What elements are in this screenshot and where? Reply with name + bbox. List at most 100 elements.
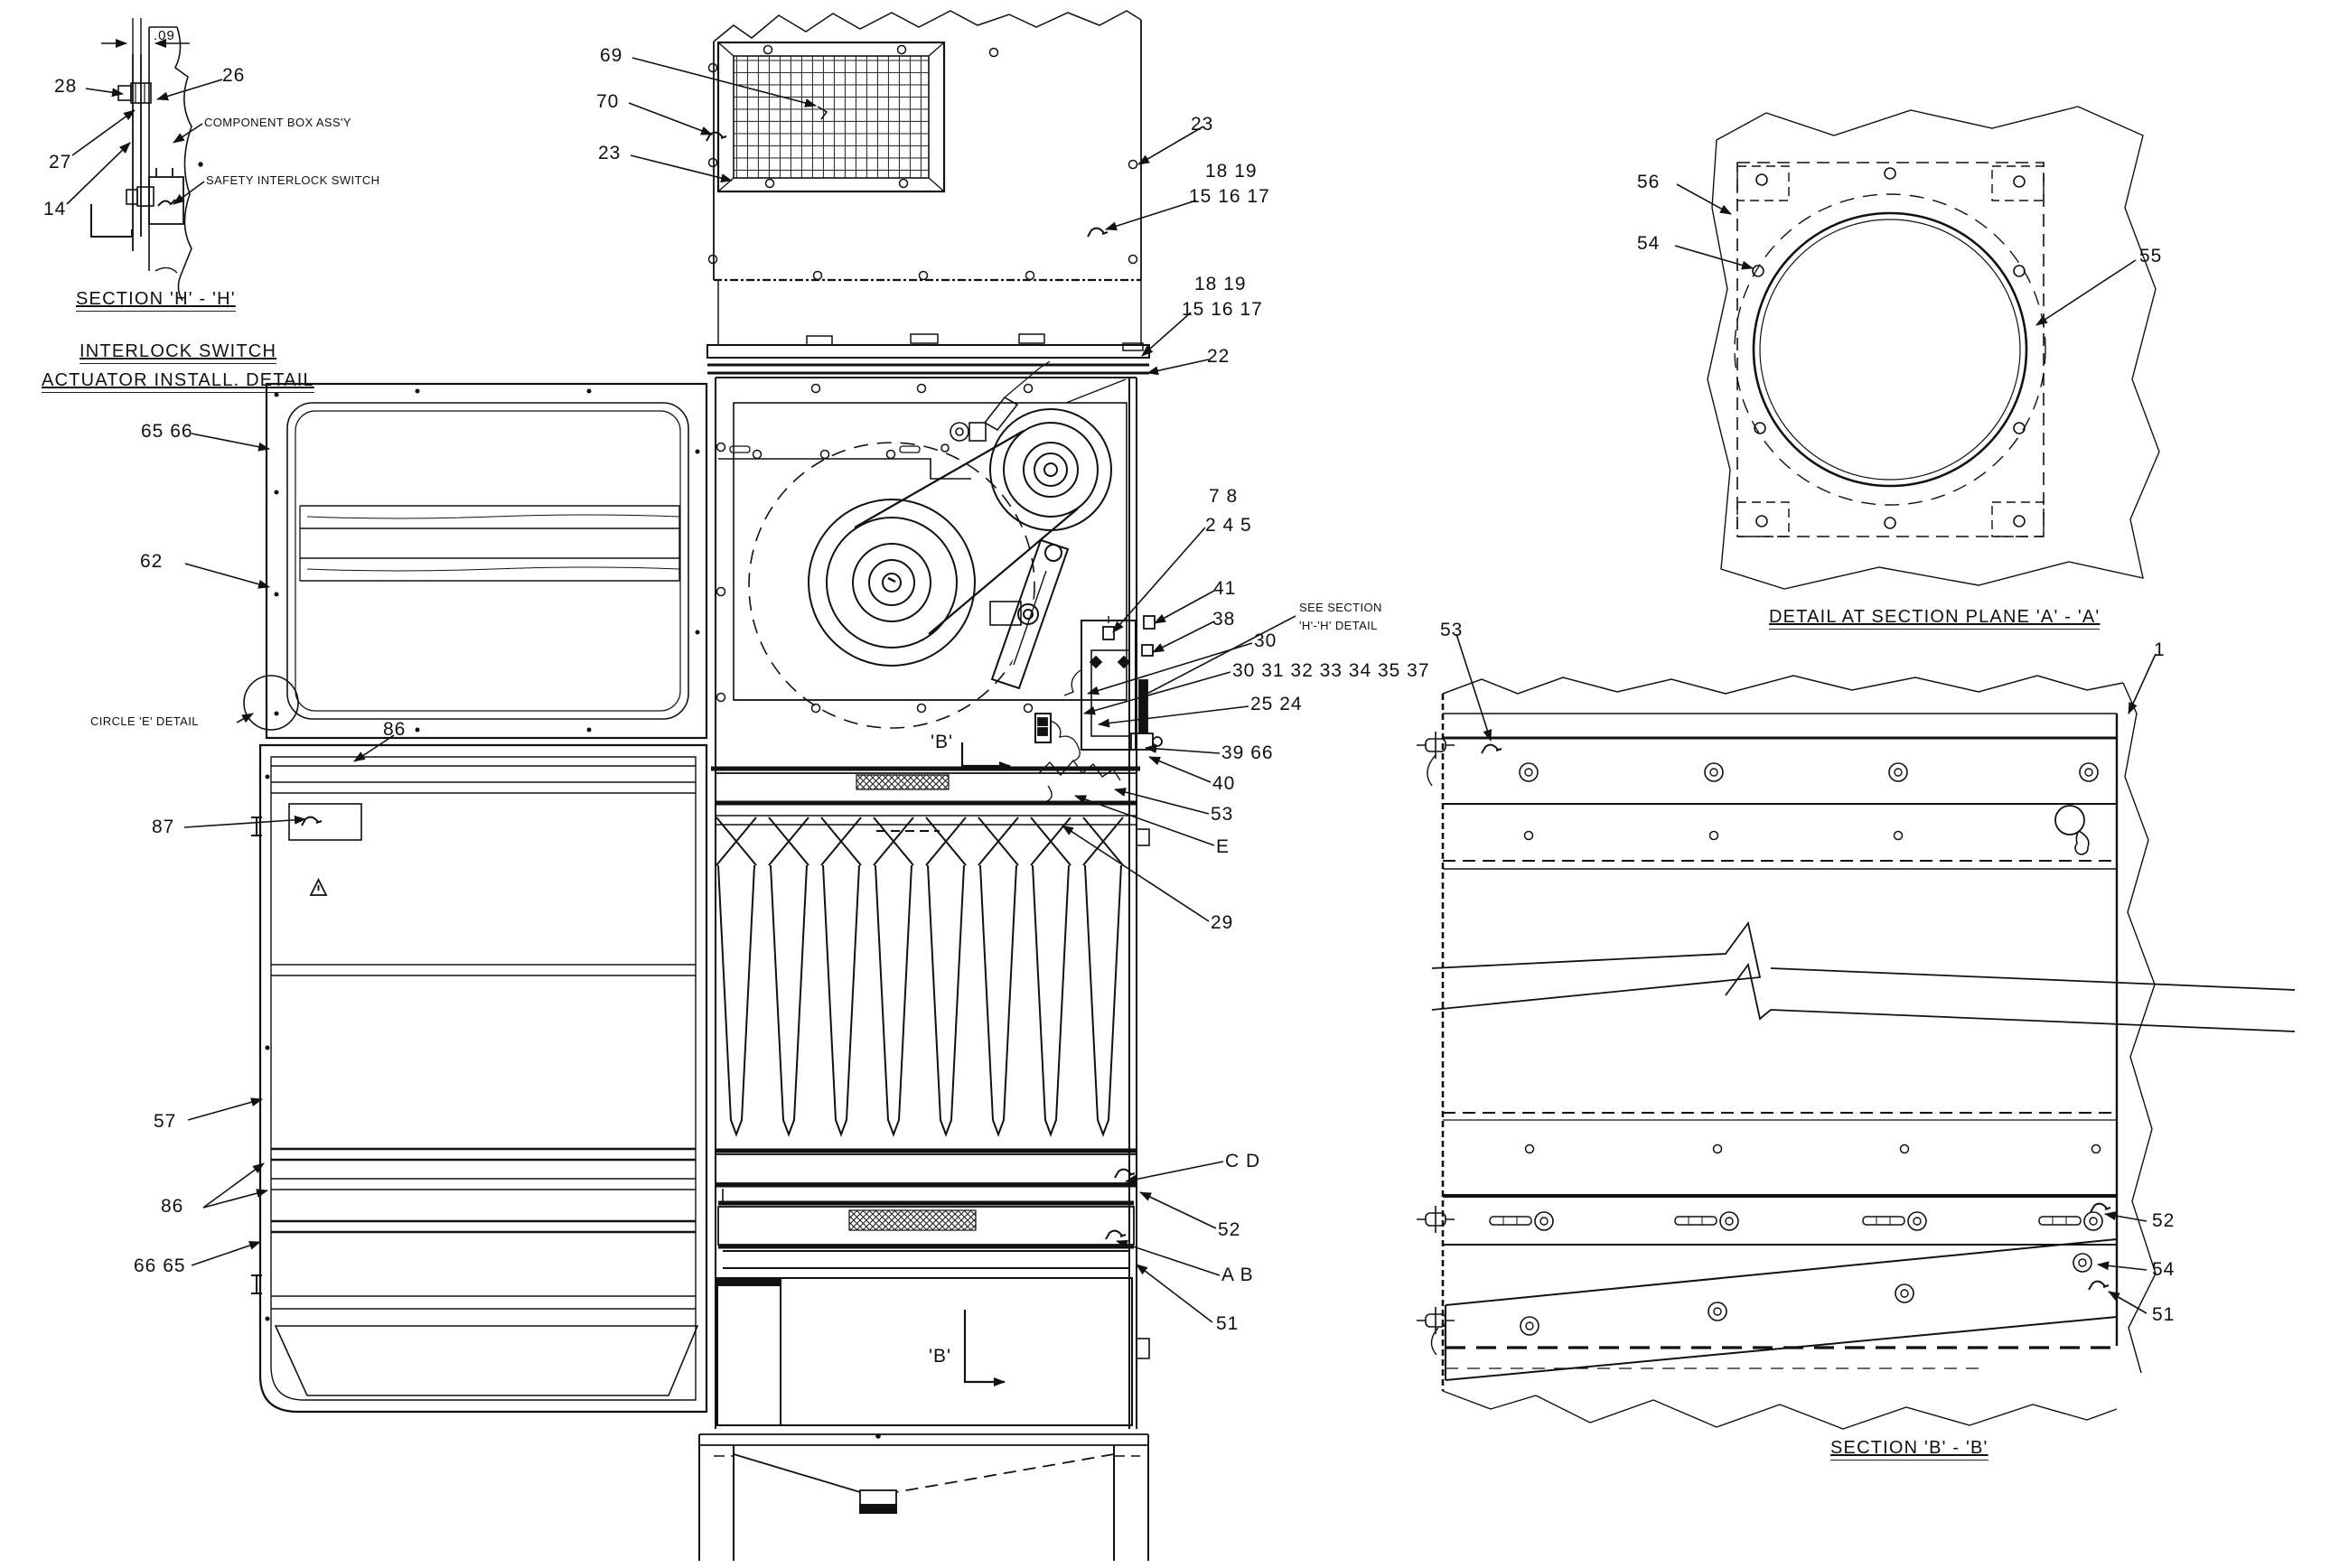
callout-87: 87 bbox=[152, 817, 175, 837]
callout-38: 38 bbox=[1212, 609, 1236, 630]
callout-65-66: 65 66 bbox=[141, 421, 193, 442]
drive-belt bbox=[854, 430, 1079, 635]
callout-18-19-panel: 18 19 bbox=[1205, 161, 1258, 182]
callout-53-aa: 53 bbox=[1440, 620, 1464, 640]
callout-51-cab: 51 bbox=[1216, 1313, 1240, 1334]
callout-14: 14 bbox=[43, 199, 67, 219]
callout-29: 29 bbox=[1211, 912, 1234, 933]
motor-pulley-small bbox=[989, 408, 1112, 531]
left-lower-door bbox=[251, 743, 708, 1414]
note-safety-switch: SAFETY INTERLOCK SWITCH bbox=[206, 173, 380, 187]
callout-51-bb: 51 bbox=[2152, 1304, 2176, 1325]
callout-30-37: 30 31 32 33 34 35 37 bbox=[1232, 660, 1430, 681]
flange-opening-detail bbox=[1707, 106, 2160, 590]
callout-52-cab: 52 bbox=[1218, 1219, 1241, 1240]
torn-top-edge bbox=[1442, 675, 2124, 695]
torn-cover-edge bbox=[1038, 759, 1121, 781]
title-section-hh: SECTION 'H' - 'H' bbox=[76, 289, 236, 312]
note-circle-e: CIRCLE 'E' DETAIL bbox=[90, 714, 199, 728]
callout-66-65: 66 65 bbox=[134, 1255, 186, 1276]
callout-18-19-cab: 18 19 bbox=[1194, 274, 1247, 294]
title-section-bb: SECTION 'B' - 'B' bbox=[1830, 1438, 1988, 1461]
lower-trays bbox=[715, 1148, 1137, 1269]
dim-09: .09 bbox=[154, 28, 175, 43]
hinge-clips bbox=[251, 817, 262, 1294]
section-arrow-b-bottom bbox=[963, 1310, 1006, 1386]
callout-28: 28 bbox=[54, 76, 78, 97]
callout-C-D: C D bbox=[1225, 1151, 1261, 1171]
left-upper-door bbox=[243, 382, 708, 740]
callout-40: 40 bbox=[1212, 773, 1236, 794]
callout-1: 1 bbox=[2154, 639, 2166, 660]
section-arrow-b-top bbox=[960, 742, 1011, 770]
title-interlock-2: ACTUATOR INSTALL. DETAIL bbox=[42, 370, 314, 393]
title-interlock-1: INTERLOCK SWITCH bbox=[80, 341, 277, 364]
callout-54-flange: 54 bbox=[1637, 233, 1661, 254]
callout-7-8: 7 8 bbox=[1209, 486, 1239, 507]
label-b-bottom: 'B' bbox=[929, 1346, 952, 1367]
title-detail-aa: DETAIL AT SECTION PLANE 'A' - 'A' bbox=[1769, 607, 2101, 630]
callout-23-left: 23 bbox=[598, 143, 622, 163]
callout-25-24: 25 24 bbox=[1250, 694, 1303, 714]
callout-23-right: 23 bbox=[1191, 114, 1214, 135]
callout-39-66: 39 66 bbox=[1221, 742, 1274, 763]
blower-pulley-large bbox=[808, 499, 976, 667]
tray-ab bbox=[717, 1200, 1135, 1249]
callout-56: 56 bbox=[1637, 172, 1661, 192]
callout-41: 41 bbox=[1213, 578, 1237, 599]
callout-15-16-17-cab: 15 16 17 bbox=[1182, 299, 1263, 320]
note-component-box: COMPONENT BOX ASS'Y bbox=[204, 116, 351, 129]
callout-86-top: 86 bbox=[383, 719, 407, 740]
component-box-assembly bbox=[1034, 615, 1163, 761]
warning-triangle-icon bbox=[309, 877, 328, 896]
tray-cd bbox=[715, 1148, 1137, 1188]
callout-70: 70 bbox=[596, 91, 620, 112]
keyhole-slot bbox=[2054, 805, 2090, 855]
flange-bolt-holes bbox=[1752, 167, 2026, 529]
callout-A-B: A B bbox=[1221, 1265, 1254, 1285]
callout-53-cab: 53 bbox=[1211, 804, 1234, 825]
tensioner-arm bbox=[989, 538, 1070, 690]
callout-54-bb: 54 bbox=[2152, 1259, 2176, 1280]
callout-55: 55 bbox=[2139, 246, 2163, 266]
hopper-assembly bbox=[698, 828, 1150, 1561]
callout-2-4-5: 2 4 5 bbox=[1205, 515, 1252, 536]
filter-bags bbox=[716, 815, 1137, 1135]
callout-E: E bbox=[1216, 836, 1231, 857]
section-hh-drawing bbox=[90, 18, 203, 302]
callout-57: 57 bbox=[154, 1111, 177, 1132]
motor-mount-hardware bbox=[940, 360, 1051, 453]
torn-bottom-edge bbox=[1442, 1390, 2118, 1430]
callout-86-bottom: 86 bbox=[161, 1196, 184, 1217]
circle-e-ring bbox=[243, 675, 299, 731]
kick-panel bbox=[274, 1325, 699, 1396]
edge-fastener-1 bbox=[1417, 732, 1455, 787]
callout-69: 69 bbox=[600, 45, 623, 66]
blower-drive bbox=[748, 360, 1112, 729]
callout-52-bb: 52 bbox=[2152, 1210, 2176, 1231]
break-symbol bbox=[1431, 920, 2296, 1032]
section-aa-panel bbox=[1417, 675, 2296, 1430]
top-access-panel bbox=[706, 10, 1142, 345]
torn-panel-outline bbox=[1707, 106, 2160, 590]
door-screws bbox=[274, 388, 700, 733]
edge-fastener-3 bbox=[1417, 1307, 1455, 1356]
callout-22: 22 bbox=[1207, 346, 1231, 367]
name-plate bbox=[288, 803, 362, 841]
inlet-tray bbox=[711, 759, 1140, 806]
callout-27: 27 bbox=[49, 152, 72, 173]
note-see-section-1: SEE SECTION bbox=[1299, 601, 1382, 614]
label-b-top: 'B' bbox=[931, 732, 954, 752]
leader-lines bbox=[66, 57, 2157, 1323]
door-shelf bbox=[299, 505, 680, 582]
callout-62: 62 bbox=[140, 551, 164, 572]
note-see-section-2: 'H'-'H' DETAIL bbox=[1299, 619, 1378, 632]
callout-26: 26 bbox=[222, 65, 246, 86]
volute-dashed-arc bbox=[748, 442, 1035, 729]
tilted-panel bbox=[1445, 1238, 2118, 1381]
callout-15-16-17-panel: 15 16 17 bbox=[1189, 186, 1270, 207]
edge-fastener-2 bbox=[1417, 1206, 1455, 1233]
callout-30: 30 bbox=[1254, 630, 1277, 651]
